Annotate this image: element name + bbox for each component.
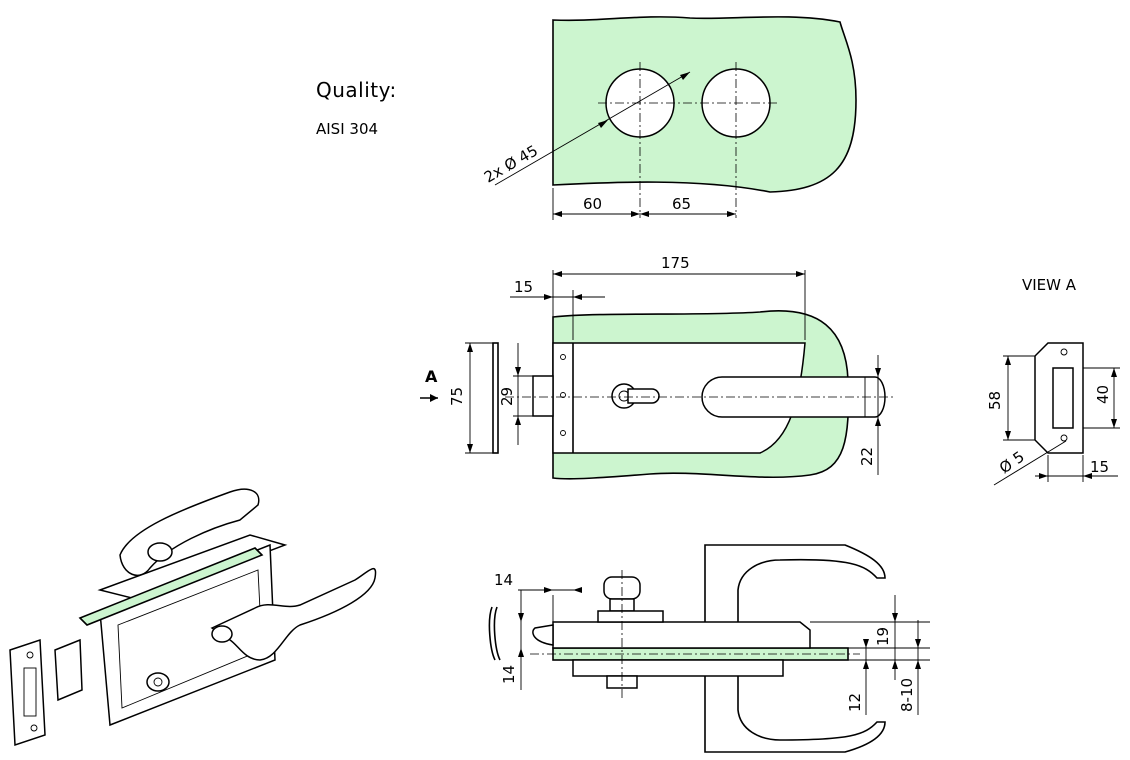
strike-depth-dim: 15 <box>1090 458 1109 476</box>
body-height-dim: 75 <box>448 387 466 406</box>
hole-offset-dim: 60 <box>583 195 602 213</box>
side-view: 14 14 19 8-10 12 <box>488 544 930 753</box>
iso-strike-plate <box>9 638 46 747</box>
side-gap-dim: 12 <box>846 693 864 712</box>
latch-height-dim: 29 <box>498 387 516 406</box>
strike-hole-dim: Ø 5 <box>996 448 1028 478</box>
handle <box>701 376 886 418</box>
lock-body <box>552 342 806 454</box>
side-thickness-dim: 19 <box>874 627 892 646</box>
isometric-view <box>9 488 377 747</box>
edge-offset-dim: 15 <box>514 278 533 296</box>
top-view: 2x Ø 45 60 65 <box>481 16 857 220</box>
strike-opening-dim: 40 <box>1094 385 1112 404</box>
handle-offset-dim: 22 <box>858 447 876 466</box>
front-view: 175 15 75 29 22 A <box>420 254 895 480</box>
side-handle <box>704 544 886 622</box>
section-marker: A <box>425 367 438 386</box>
view-a: VIEW A 58 40 Ø 5 15 <box>986 276 1120 486</box>
side-offset-dim: 14 <box>494 571 513 589</box>
hole-spacing-dim: 65 <box>672 195 691 213</box>
side-body-upper <box>552 621 811 649</box>
iso-front-handle <box>210 567 377 661</box>
glass-thickness-dim: 8-10 <box>898 678 916 712</box>
material-label: AISI 304 <box>316 120 379 138</box>
latch <box>532 375 554 417</box>
side-height-dim: 14 <box>500 665 518 684</box>
view-a-title: VIEW A <box>1022 276 1077 294</box>
strike-edge <box>492 342 499 454</box>
overall-length-dim: 175 <box>661 254 690 272</box>
strike-height-dim: 58 <box>986 391 1004 410</box>
quality-label: Quality: <box>316 78 397 102</box>
